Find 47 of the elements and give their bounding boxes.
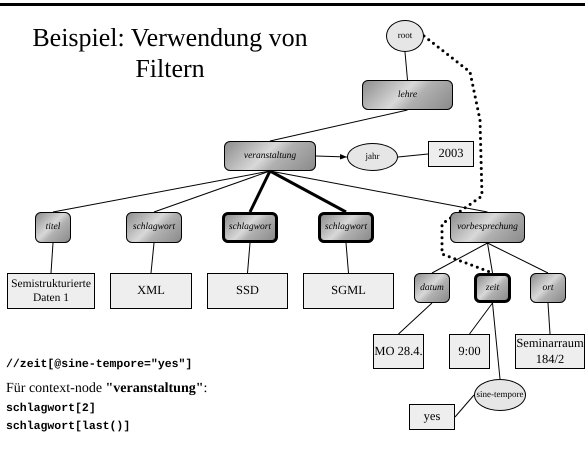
edge-line	[548, 302, 550, 334]
element-node: vorbesprechung	[450, 212, 525, 243]
edge-line	[469, 302, 493, 334]
edge-line	[404, 52, 408, 80]
value-box: yes	[409, 404, 455, 430]
value-box: 2003	[428, 141, 474, 167]
edge-line	[247, 242, 250, 274]
edge-line	[492, 302, 500, 380]
edge-line	[432, 242, 488, 274]
edge-line	[270, 110, 408, 142]
edge-line	[154, 170, 270, 212]
element-node: zeit	[474, 273, 511, 303]
element-node: schlagwort	[222, 212, 278, 243]
edge-line	[487, 242, 548, 274]
element-node: veranstaltung	[224, 141, 316, 171]
element-node: lehre	[362, 80, 453, 110]
edge-line	[248, 170, 272, 213]
value-box: XML	[110, 273, 192, 309]
element-node: schlagwort	[126, 212, 182, 243]
edge-line	[398, 302, 432, 334]
attribute-ellipse: jahr	[347, 143, 398, 171]
element-node: titel	[35, 212, 71, 243]
slide-title: Beispiel: Verwendung von Filtern	[31, 22, 309, 84]
attribute-ellipse: sine-tempore	[474, 379, 526, 411]
code-line: //zeit[@sine-tempore="yes"]	[6, 357, 194, 372]
element-node: datum	[414, 273, 450, 303]
attribute-ellipse: root	[386, 20, 424, 52]
edge-line	[346, 242, 349, 274]
value-box: SGML	[303, 273, 394, 309]
element-node: schlagwort	[318, 212, 374, 243]
edge-line	[52, 170, 270, 212]
value-box: Semistrukturierte Daten 1	[7, 273, 95, 309]
edge-line	[487, 242, 493, 274]
edge-line	[454, 394, 474, 418]
value-box: Seminarraum 184/2	[515, 334, 585, 369]
edge-line	[269, 170, 347, 214]
code-line: schlagwort[last()]	[6, 419, 132, 434]
edge-line	[398, 154, 428, 158]
value-box: SSD	[207, 273, 288, 309]
element-node: ort	[530, 273, 566, 303]
code-line: schlagwort[2]	[6, 401, 97, 416]
value-box: MO 28.4.	[373, 334, 424, 369]
value-box: 9:00	[449, 334, 490, 369]
note-text: Für context-node "veranstaltung":	[6, 380, 208, 398]
edge-line	[50, 242, 54, 274]
edge-line	[150, 242, 154, 274]
edge-line	[316, 154, 348, 160]
